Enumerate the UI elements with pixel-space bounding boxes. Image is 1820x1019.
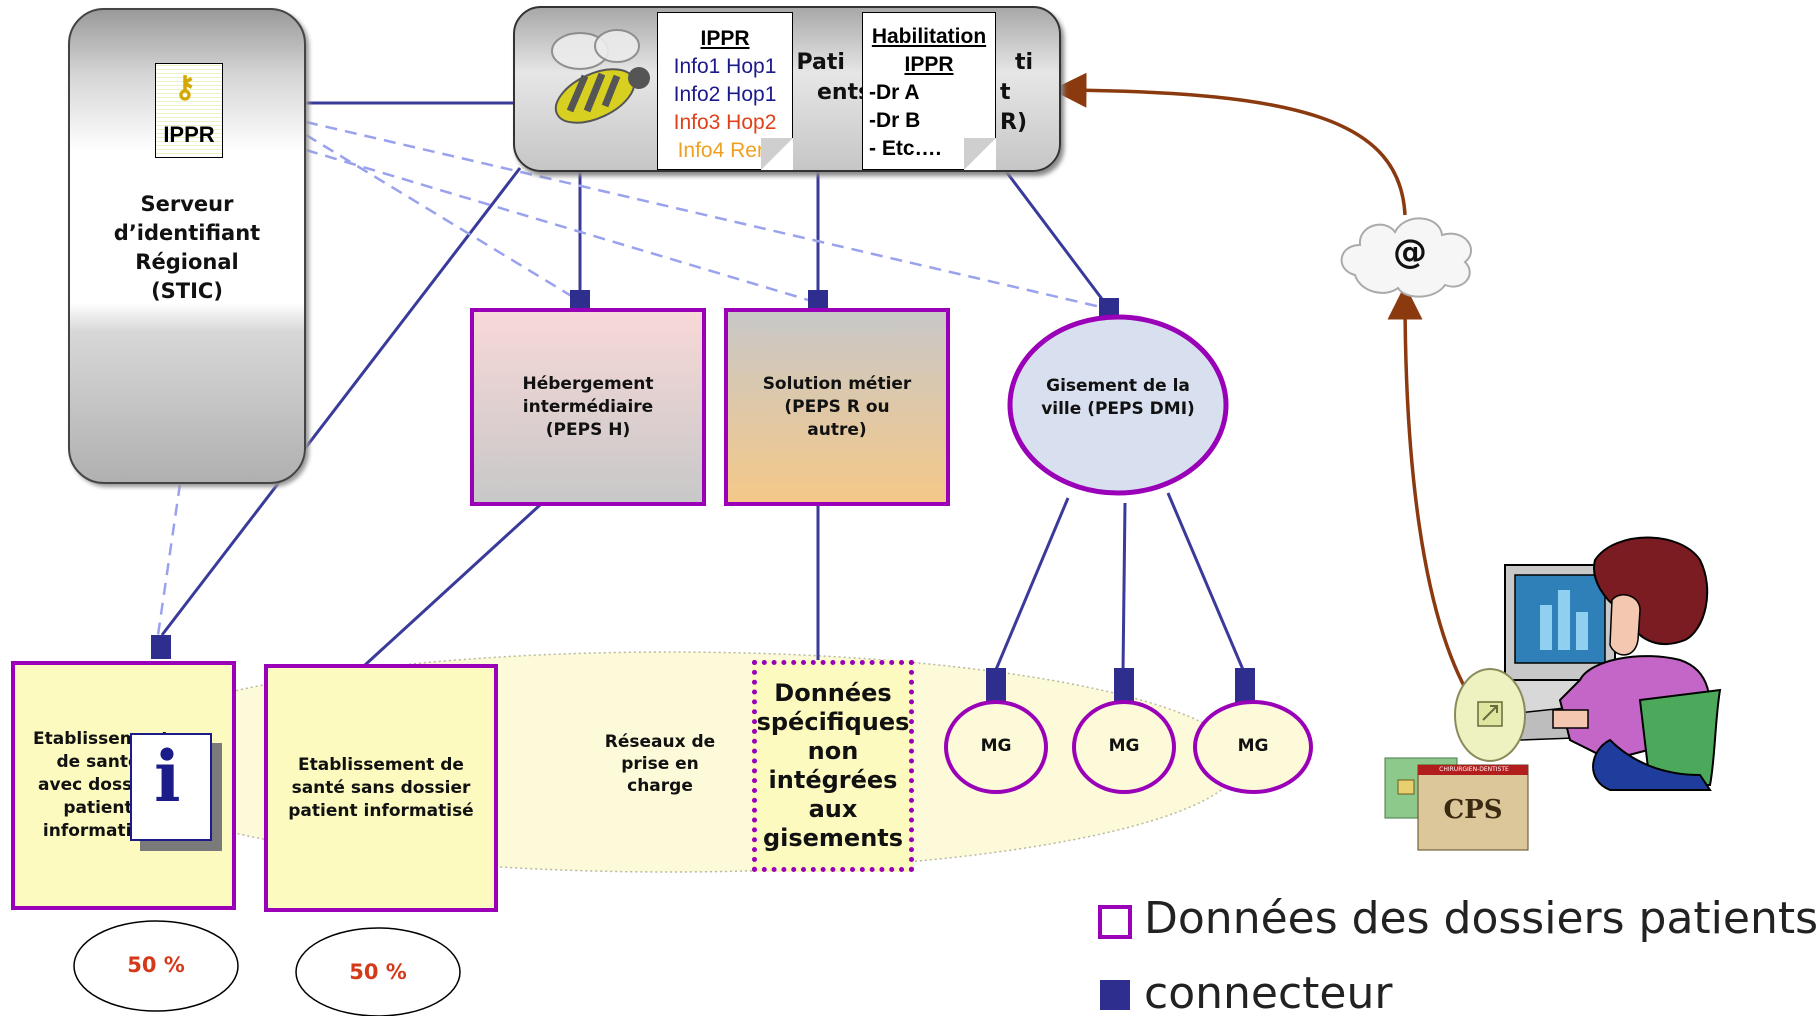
main-title-fragment-4: t [1000, 80, 1011, 105]
ippr-info-row-2: Info2 Hop1 [673, 83, 777, 106]
ippr-info-document: IPPR Info1 Hop1 Info2 Hop1 Info3 Hop2 In… [657, 12, 793, 170]
link-gisement-mg3 [1166, 492, 1246, 673]
ippr-info-heading: IPPR [700, 27, 750, 50]
mg-node-3 [1193, 700, 1313, 794]
mg-label-1: MG [980, 736, 1012, 756]
server-doc-label: IPPR [163, 122, 215, 147]
internet-cloud-label: @ [1393, 232, 1427, 272]
link-gisement-mg1 [993, 497, 1070, 673]
gisement-label: Gisement de la ville (PEPS DMI) [1041, 376, 1195, 419]
habilitation-row-3: - Etc…. [869, 137, 942, 160]
dash-server-solution [305, 148, 816, 304]
link-gisement-mg2 [1121, 502, 1127, 673]
connector-solution [808, 290, 828, 310]
dash-server-etab1 [156, 483, 182, 636]
legend-outlined-square-icon [1098, 905, 1132, 939]
ippr-info-row-1: Info1 Hop1 [673, 55, 777, 78]
ippr-document-icon: ⚷ IPPR [155, 63, 223, 158]
percent-label-1: 50 % [127, 953, 185, 977]
mg-node-2 [1072, 700, 1176, 794]
dash-server-gisement [305, 120, 1106, 310]
percent-ellipse-1 [73, 920, 239, 1012]
link-main-gisement [1003, 169, 1107, 304]
computer-user-illustration [1454, 536, 1722, 791]
habilitation-row-2: -Dr B [869, 109, 921, 132]
link-hebergement-etab2 [363, 503, 542, 667]
main-title-fragment-2: ti [1015, 50, 1034, 75]
connector-mg1 [986, 668, 1006, 702]
habilitation-document: Habilitation IPPR -Dr A -Dr B - Etc…. [862, 12, 996, 170]
percent-ellipse-2 [295, 927, 461, 1016]
habilitation-row-1: -Dr A [869, 81, 920, 104]
gisement-ellipse [1007, 314, 1229, 496]
connector-mg3 [1235, 668, 1255, 702]
arrow-cloud-main [1051, 72, 1407, 216]
cps-card-label: CPS [1443, 795, 1503, 825]
page-fold-icon [761, 138, 793, 170]
mg-node-1 [944, 700, 1048, 794]
donnees-specifiques-box: Données spécifiques non intégrées aux gi… [752, 660, 914, 872]
connector-etab1 [151, 635, 171, 659]
cps-card-band: CHIRURGIEN-DENTISTE [1439, 766, 1509, 773]
legend-label-connecteur: connecteur [1144, 968, 1393, 1019]
dash-server-hebergement [305, 133, 579, 302]
information-document-icon: i [130, 733, 212, 841]
etab-without-dossier-box: Etablissement de santé sans dossier pati… [264, 664, 498, 912]
cps-card-icon [1384, 757, 1529, 851]
connector-mg2 [1114, 668, 1134, 702]
page-fold-icon [964, 138, 996, 170]
legend-label-donnees: Données des dossiers patients [1144, 893, 1819, 944]
arrow-pc-cloud [1387, 284, 1477, 706]
main-title-fragment-5: R) [1000, 110, 1027, 135]
info-glyph-icon: i [154, 735, 181, 818]
mg-label-3: MG [1237, 736, 1269, 756]
habilitation-heading-1: Habilitation [871, 25, 987, 48]
connector-gisement [1099, 298, 1119, 318]
solution-metier-box: Solution métier (PEPS R ou autre) [724, 308, 950, 506]
server-title: Serveur d’identifiant Régional (STIC) [113, 192, 261, 303]
connector-hebergement [570, 290, 590, 310]
bee-icon [535, 16, 655, 136]
habilitation-heading-2: IPPR [904, 53, 954, 76]
key-icon: ⚷ [174, 71, 196, 104]
link-main-etab1 [160, 167, 522, 636]
hebergement-box: Hébergement intermédiaire (PEPS H) [470, 308, 706, 506]
internet-cloud-icon [1340, 217, 1472, 298]
reseaux-label: Réseaux de prise en charge [604, 732, 716, 796]
percent-label-2: 50 % [349, 960, 407, 984]
legend-filled-square-icon [1100, 980, 1130, 1010]
mg-label-2: MG [1108, 736, 1140, 756]
ippr-info-row-3: Info3 Hop2 [673, 111, 777, 134]
